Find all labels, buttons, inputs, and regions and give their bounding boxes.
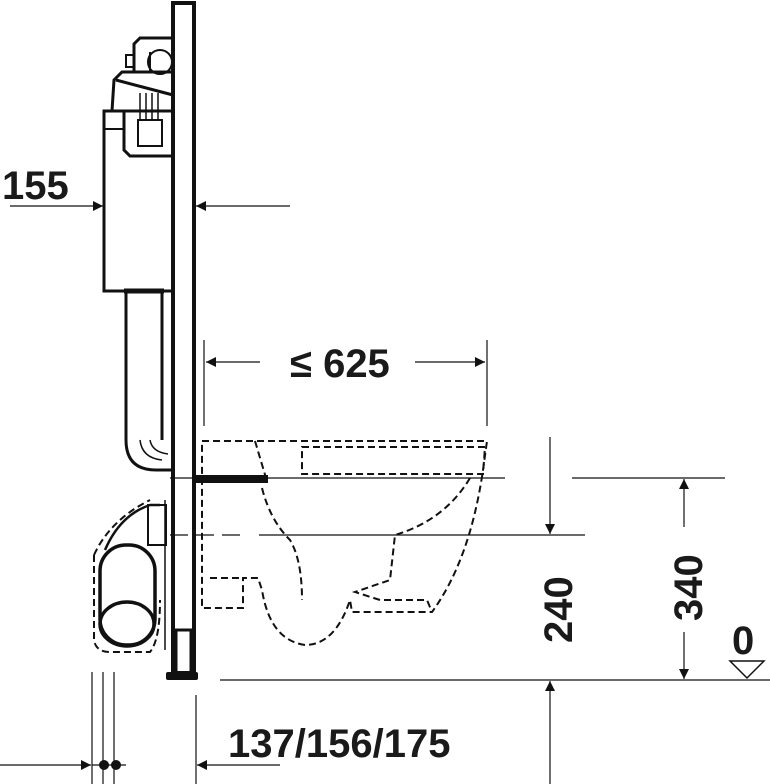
dimension-label-240: 240 [537,576,581,643]
dimension-label-625: ≤ 625 [290,342,390,386]
dimension-label-wall-offsets: 137/156/175 [228,722,450,766]
floor-level-marker: 0 [728,619,766,680]
dimension-155: 155 [2,164,290,211]
dimension-label-340: 340 [667,554,711,621]
dimension-625: ≤ 625 [203,340,488,426]
dimension-wall-offsets: 137/156/175 [0,672,450,784]
dimension-240: 240 [537,437,581,784]
wc-pan-outline [196,440,489,647]
dimension-label-155: 155 [2,164,69,208]
installation-frame [166,1,198,680]
cistern-module [102,36,175,293]
flush-pipe [124,288,173,472]
dimension-340: 340 [667,479,711,679]
drain-bend [93,499,167,653]
floor-level-label: 0 [732,619,754,663]
reference-lines [170,477,770,681]
